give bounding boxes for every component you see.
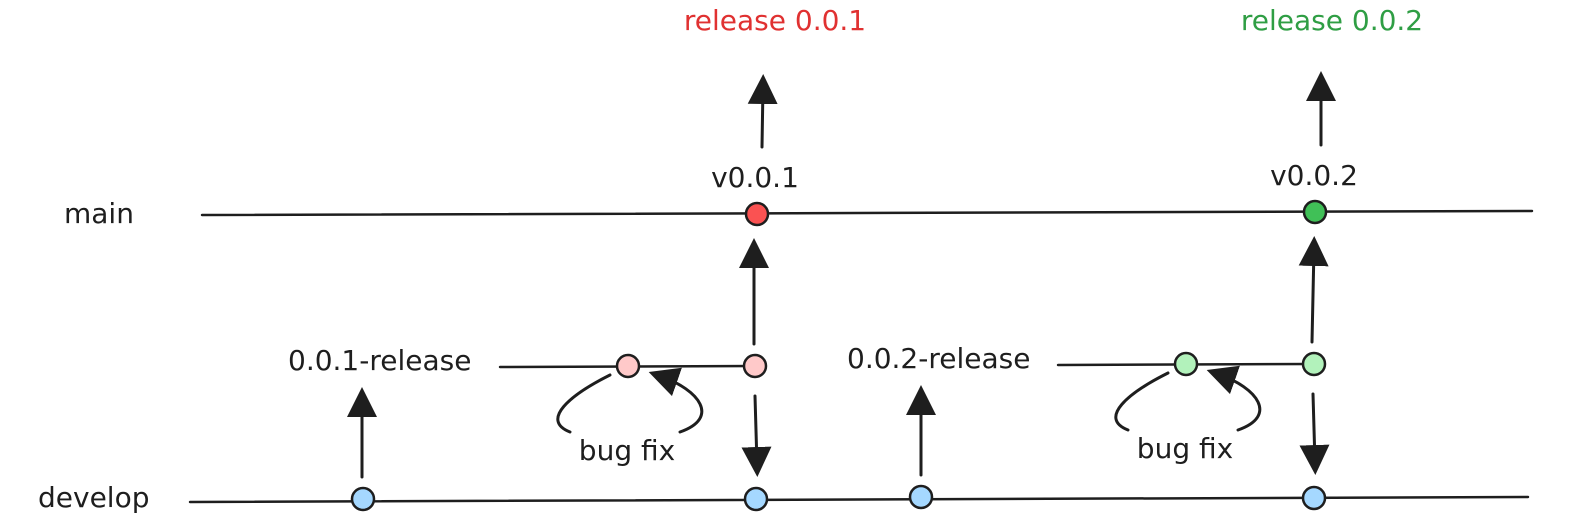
branch-label-release-0-0-1: 0.0.1-release [288, 344, 471, 377]
commit-develop-4 [1301, 485, 1327, 511]
commit-release-0-0-1-final [742, 353, 768, 379]
develop-branch-line [188, 495, 1530, 504]
commit-release-0-0-1-bugfix [615, 353, 641, 379]
release-label-0-0-1: release 0.0.1 [684, 4, 866, 37]
release-arrow-0-0-1 [747, 74, 778, 149]
merge-arrow-release-0-0-2-to-main [1298, 236, 1329, 344]
branch-label-main: main [64, 197, 134, 230]
commit-main-v0-0-1 [744, 201, 770, 227]
bugfix-loop-arrow-0-0-1 [556, 375, 704, 434]
commit-release-0-0-2-final [1301, 351, 1327, 377]
branch-label-release-0-0-2: 0.0.2-release [847, 342, 1030, 375]
commit-release-0-0-2-bugfix [1173, 351, 1199, 377]
main-branch-line [200, 209, 1534, 217]
commit-develop-1 [350, 486, 376, 512]
release-label-0-0-2: release 0.0.2 [1241, 4, 1423, 37]
commit-develop-3 [908, 484, 934, 510]
commit-develop-2 [743, 486, 769, 512]
bugfix-loop-arrow-0-0-2 [1114, 373, 1262, 432]
merge-arrow-release-0-0-2-to-develop [1299, 392, 1330, 475]
branch-label-develop: develop [38, 481, 149, 514]
commit-main-v0-0-2 [1302, 199, 1328, 225]
tag-label-v0-0-2: v0.0.2 [1270, 159, 1358, 192]
bugfix-label-0-0-2: bug fix [1137, 432, 1233, 465]
merge-arrow-release-0-0-1-to-develop [741, 394, 772, 477]
bugfix-label-0-0-1: bug fix [579, 434, 675, 467]
tag-label-v0-0-1: v0.0.1 [711, 161, 799, 194]
